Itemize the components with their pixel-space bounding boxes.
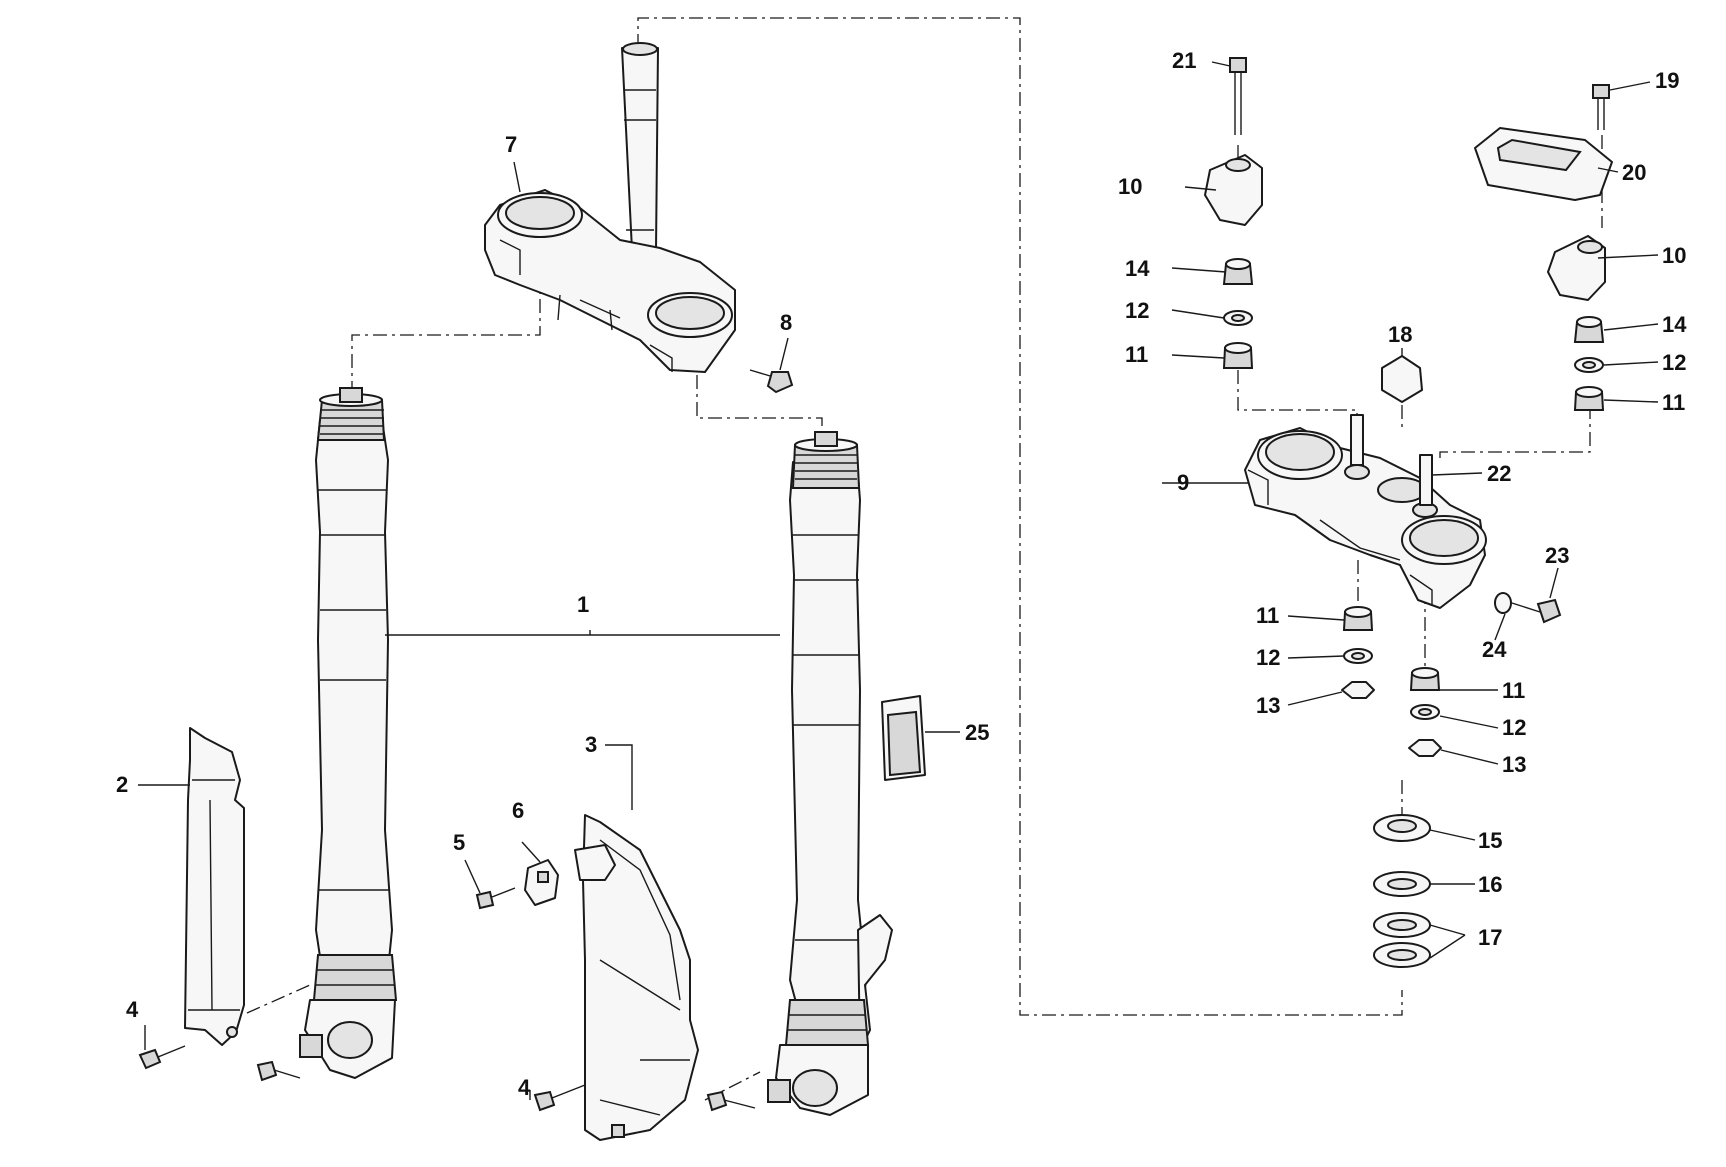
upper-triple-clamp (1244, 427, 1487, 609)
callout-13-a: 13 (1256, 693, 1280, 718)
callout-15: 15 (1478, 828, 1502, 853)
callout-12-d: 12 (1502, 715, 1526, 740)
bolt-parts (138, 369, 794, 1112)
fork-tube-right (767, 431, 893, 1116)
leader-lines (138, 61, 1659, 1100)
callout-11-a: 11 (1125, 342, 1148, 367)
callout-12-b: 12 (1662, 350, 1686, 375)
lower-triple-clamp (484, 42, 736, 373)
callout-11-d: 11 (1502, 678, 1525, 703)
callout-25: 25 (965, 720, 989, 745)
callout-9: 9 (1177, 470, 1189, 495)
callout-4-right: 4 (518, 1075, 531, 1100)
callout-5: 5 (453, 830, 465, 855)
callout-10-left: 10 (1118, 174, 1142, 199)
callout-16: 16 (1478, 872, 1502, 897)
callout-12-c: 12 (1256, 645, 1280, 670)
callout-1: 1 (577, 592, 589, 617)
handlebar-mount-hardware (1204, 57, 1613, 968)
fork-tube-left (299, 387, 398, 1079)
callout-11-c: 11 (1256, 603, 1279, 628)
callout-18: 18 (1388, 322, 1412, 347)
callout-14-b: 14 (1662, 312, 1687, 337)
callout-11-b: 11 (1662, 390, 1685, 415)
callout-13-b: 13 (1502, 752, 1526, 777)
callout-24: 24 (1482, 637, 1507, 662)
callout-12-a: 12 (1125, 298, 1149, 323)
callout-14-a: 14 (1125, 256, 1150, 281)
callout-labels: 1 2 3 4 4 5 6 7 8 9 10 10 11 11 11 11 12… (116, 48, 1687, 1100)
fork-guard-right (574, 814, 699, 1141)
callout-3: 3 (585, 732, 597, 757)
fork-guard-left (184, 727, 245, 1046)
callout-20: 20 (1622, 160, 1646, 185)
callout-17: 17 (1478, 925, 1502, 950)
callout-7: 7 (505, 132, 517, 157)
callout-21: 21 (1172, 48, 1196, 73)
callout-23: 23 (1545, 543, 1569, 568)
callout-22: 22 (1487, 461, 1511, 486)
guard-clip (524, 859, 559, 906)
decal-sticker (881, 695, 926, 781)
callout-4-left: 4 (126, 997, 139, 1022)
callout-8: 8 (780, 310, 792, 335)
callout-19: 19 (1655, 68, 1679, 93)
callout-2: 2 (116, 772, 128, 797)
callout-10-right: 10 (1662, 243, 1686, 268)
callout-6: 6 (512, 798, 524, 823)
